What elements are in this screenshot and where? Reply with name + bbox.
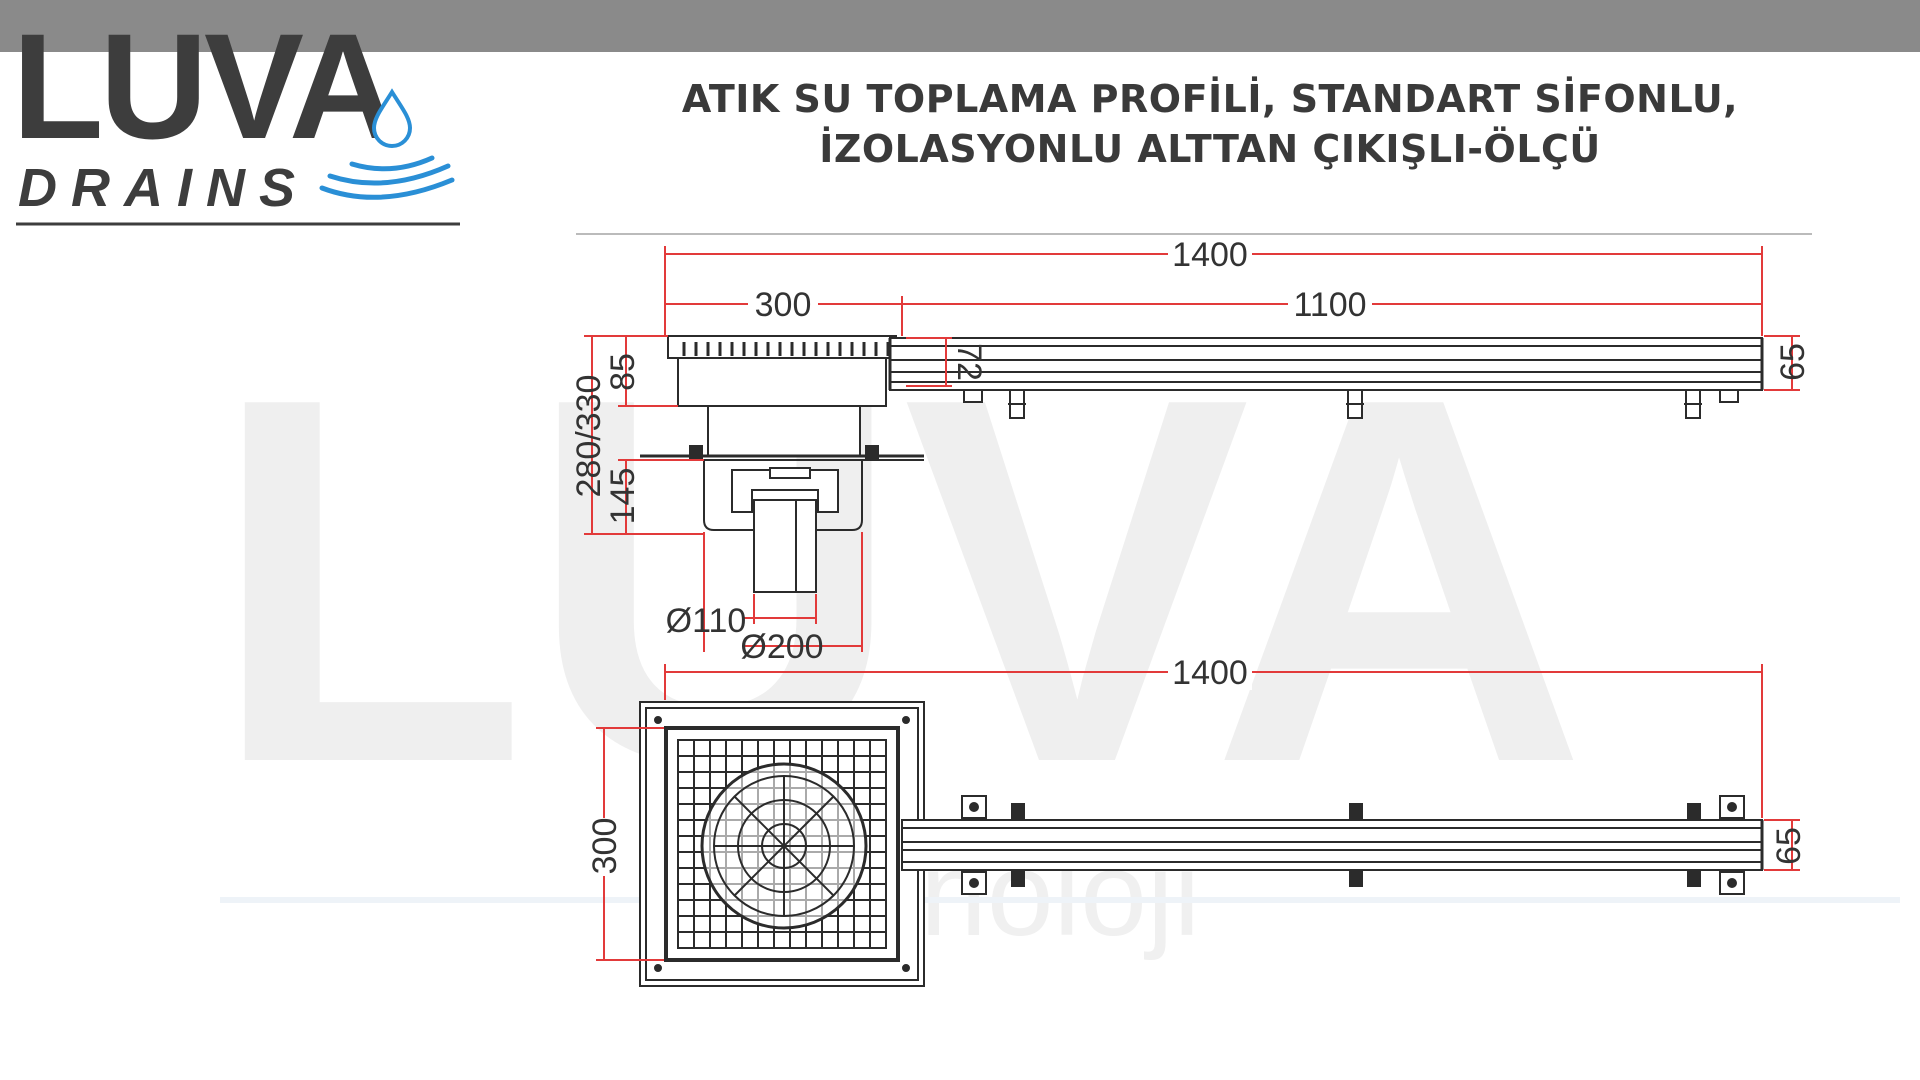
page-title: ATIK SU TOPLAMA PROFİLİ, STANDART SİFONL… [620,74,1800,174]
dim-outlet-small: Ø110 [666,602,747,640]
dim-side-channel-height: 65 [1774,343,1812,381]
title-line-2: İZOLASYONLU ALTTAN ÇIKIŞLI-ÖLÇÜ [819,127,1601,171]
grate-slots [682,342,890,356]
plan-view [639,701,1764,987]
luva-logo: LUVA DRAINS [12,2,460,226]
side-view [640,335,1764,593]
top-bar [0,0,1920,52]
logo-sub: DRAINS [18,158,309,218]
dim-outlet-large: Ø200 [740,628,823,666]
dim-side-trap-height: 145 [604,468,642,525]
water-drop-icon [371,88,413,148]
title-line-1: ATIK SU TOPLAMA PROFİLİ, STANDART SİFONL… [681,77,1739,121]
dim-side-total-length: 1400 [1172,236,1248,274]
dim-side-channel-length: 1100 [1293,286,1366,324]
side-dimension-labels: 1400 300 1100 85 280/330 145 72 65 Ø110 … [570,236,1812,666]
dim-plan-box-width: 300 [586,818,624,875]
dim-plan-total-length: 1400 [1172,654,1248,692]
dim-plan-channel-height: 65 [1770,827,1808,865]
plan-dimension-labels: 1400 300 65 [586,654,1808,876]
logo-word: LUVA [12,2,394,170]
dim-side-total-height: 280/330 [570,375,608,498]
dim-side-box-width: 300 [755,286,812,324]
dim-side-channel-inner: 72 [950,343,988,381]
dim-side-grate-height: 85 [604,353,642,391]
wave-icon [319,155,455,200]
